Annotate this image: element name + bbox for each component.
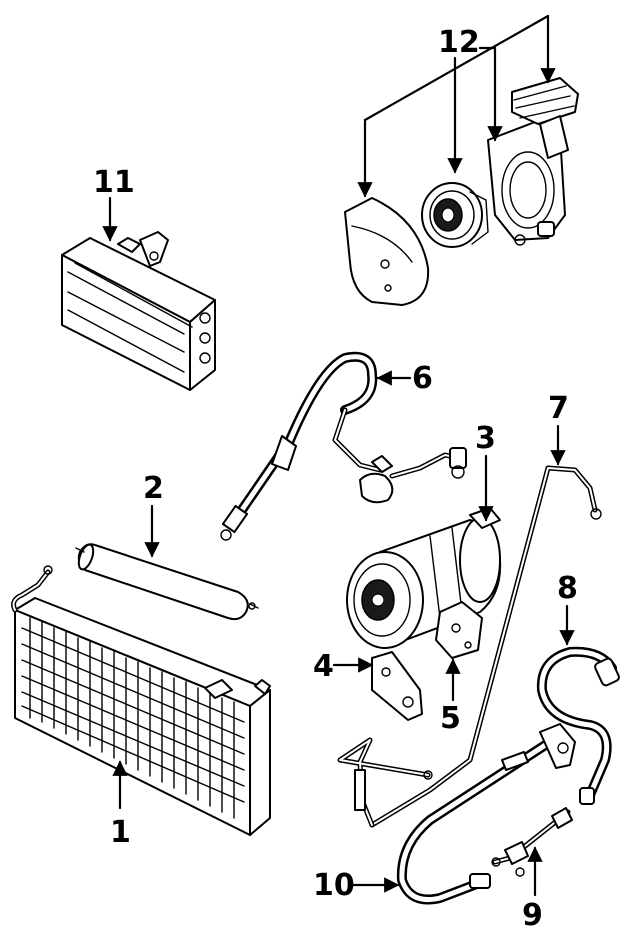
part-1-condenser: 1 [11,565,271,850]
part-12-blower-assembly: 12 [344,14,579,306]
callout-6: 6 [376,361,433,396]
callout-2: 2 [143,471,164,558]
callout-12: 12 [357,14,556,198]
callout-3: 3 [475,421,496,522]
callout-3-label: 3 [475,421,496,456]
blower-case-half [344,197,430,306]
callout-6-label: 6 [412,361,433,396]
callout-10-label: 10 [313,868,355,903]
callout-9-label: 9 [522,898,543,933]
part-2-accumulator-drier: 2 [75,471,259,621]
callout-1-label: 1 [110,815,131,850]
callout-11: 11 [93,165,135,242]
part-4-mounting-bracket: 4 [313,649,423,721]
part-10-hose-assembly: 10 [313,723,576,905]
part-9-small-line: 9 [491,807,573,933]
callout-11-label: 11 [93,165,135,200]
callout-8-label: 8 [557,571,578,606]
part-11-evaporator-core: 11 [61,165,216,391]
callout-4: 4 [313,649,374,684]
part-6-suction-hose: 6 [220,351,467,541]
callout-5-label: 5 [440,701,461,736]
part-5-compressor-bracket: 5 [435,601,483,736]
callout-12-label: 12 [438,25,480,60]
callout-7: 7 [548,391,569,466]
callout-4-label: 4 [313,649,334,684]
callout-10: 10 [313,868,400,903]
callout-2-label: 2 [143,471,164,506]
callout-7-label: 7 [548,391,569,426]
part-8-discharge-hose: 8 [536,571,620,805]
part-7-liquid-line: 7 [337,391,602,828]
callout-9: 9 [522,846,543,933]
callout-1: 1 [110,760,131,850]
blower-motor-wheel [421,182,489,248]
callout-8: 8 [557,571,578,646]
callout-5: 5 [440,658,461,736]
